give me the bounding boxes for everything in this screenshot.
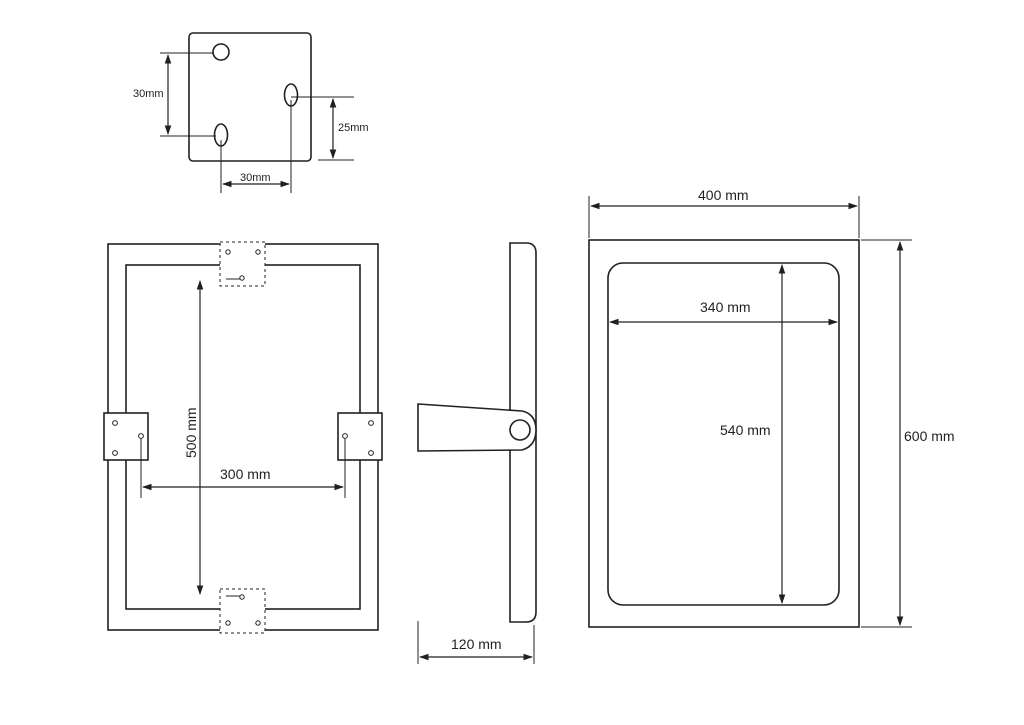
- mirror-height-label: 600 mm: [904, 428, 955, 444]
- inner-height-label: 540 mm: [720, 422, 771, 438]
- plate-offset-label: 25mm: [338, 122, 369, 134]
- inner-width-label: 340 mm: [700, 299, 751, 315]
- mounting-plate-detail: 30mm 25mm 30mm: [133, 32, 369, 193]
- front-width-label: 300 mm: [220, 466, 271, 482]
- side-view: 120 mm: [417, 242, 537, 664]
- mirror-outer: [588, 239, 860, 628]
- frame-front-view: 500 mm 300 mm: [103, 241, 383, 634]
- pivot-joint: [509, 419, 531, 441]
- arm-profile: [417, 403, 537, 452]
- mirror-inner: [607, 262, 840, 606]
- plate-hole-top: [212, 43, 230, 61]
- plate-horizontal-label: 30mm: [240, 172, 271, 184]
- mirror-profile: [509, 242, 537, 623]
- side-depth-label: 120 mm: [451, 636, 502, 652]
- frame-inner: [125, 264, 361, 610]
- mirror-view: 400 mm 600 mm 340 mm 540 mm: [588, 187, 955, 628]
- plate-vertical-label: 30mm: [133, 88, 164, 100]
- front-height-label: 500 mm: [183, 407, 199, 458]
- mirror-width-label: 400 mm: [698, 187, 749, 203]
